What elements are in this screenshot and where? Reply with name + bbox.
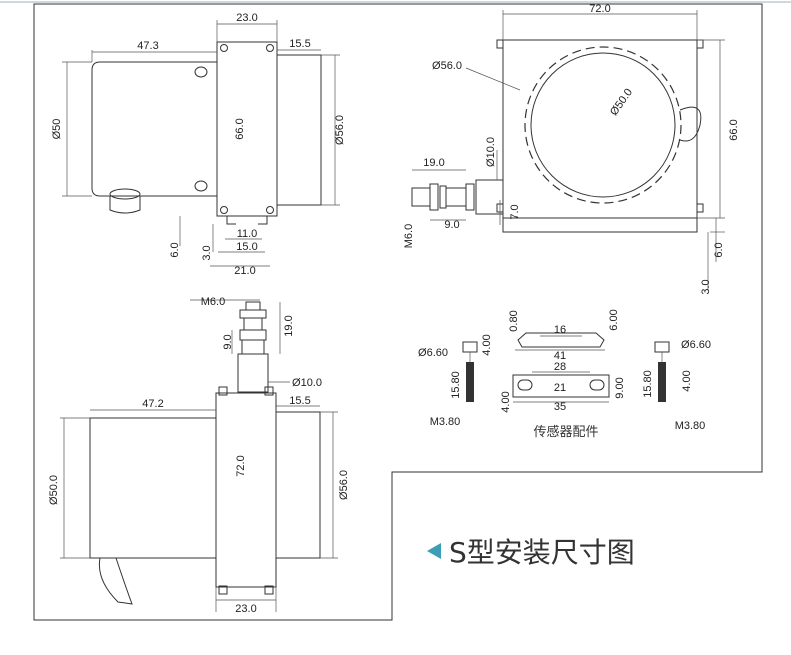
tr-inner-dia: Ø50.0 — [608, 87, 635, 118]
tl-dia-left: Ø50 — [51, 119, 63, 140]
bl-drum — [275, 411, 321, 559]
acc-clip — [517, 332, 605, 348]
acc-plate-slot: 21 — [554, 382, 566, 394]
acc-plate-t: 4.00 — [500, 391, 512, 412]
tr-plate — [502, 39, 698, 219]
bl-dia-left: Ø50.0 — [48, 475, 60, 505]
acc-r-head-h: 4.00 — [681, 370, 693, 391]
acc-clip-t: 0.80 — [508, 310, 520, 331]
tr-ring-dashed — [524, 46, 682, 204]
acc-plate-w: 35 — [554, 401, 566, 413]
tr-ring-dia: Ø56.0 — [432, 60, 462, 72]
tr-drum-circle — [530, 52, 676, 198]
tr-d6: 6.0 — [713, 242, 725, 257]
bl-cable-len: 19.0 — [283, 315, 295, 336]
tl-flange — [216, 41, 278, 217]
tl-d11: 11.0 — [237, 228, 258, 240]
tr-d7: 7.0 — [509, 204, 521, 219]
sheet-frame — [33, 3, 763, 621]
bl-body — [89, 417, 217, 559]
title-arrow-icon — [427, 543, 441, 559]
tr-d3: 3.0 — [700, 279, 712, 294]
acc-r-len: 15.80 — [642, 370, 654, 398]
view-top-left: 47.3 23.0 15.5 Ø50 66.0 Ø56.0 11.0 15.0 … — [51, 12, 346, 277]
view-top-right: 72.0 Ø56.0 Ø50.0 66.0 19.0 Ø10.0 M6.0 9.… — [403, 3, 740, 295]
tr-width: 72.0 — [589, 3, 610, 15]
bl-thread: M6.0 — [201, 296, 225, 308]
tl-body — [91, 61, 218, 197]
tl-d21: 21.0 — [234, 265, 255, 277]
acc-plate-h: 9.00 — [614, 377, 626, 398]
tr-cable-dia: Ø10.0 — [485, 137, 497, 167]
tl-body-len: 47.3 — [137, 40, 158, 52]
tl-drum-dia: Ø56.0 — [334, 115, 346, 145]
bl-drum-dia: Ø56.0 — [338, 470, 350, 500]
acc-r-head: Ø6.60 — [681, 339, 711, 351]
acc-l-thread: M3.80 — [430, 416, 461, 428]
tl-d15: 15.0 — [236, 241, 257, 253]
tl-d6: 6.0 — [169, 242, 181, 257]
bl-height: 72.0 — [235, 455, 247, 476]
tl-drum-len: 15.5 — [289, 38, 310, 50]
tr-thread: M6.0 — [403, 224, 415, 248]
page-title: S型安装尺寸图 — [449, 536, 635, 569]
acc-clip-h: 6.00 — [608, 309, 620, 330]
tl-flange-w: 23.0 — [236, 12, 257, 24]
acc-r-thread: M3.80 — [675, 420, 706, 432]
bl-drum-len: 15.5 — [289, 395, 310, 407]
acc-clip-outer: 41 — [554, 350, 566, 362]
acc-l-len: 15.80 — [450, 371, 462, 399]
tl-connector — [109, 196, 141, 214]
accessories-label: 传感器配件 — [533, 424, 598, 440]
acc-clip-inner: 16 — [554, 324, 566, 336]
bl-cable-dia: Ø10.0 — [292, 377, 322, 389]
bl-flange-w: 23.0 — [235, 603, 256, 615]
bl-body-len: 47.2 — [142, 398, 163, 410]
accessories: Ø6.60 4.00 15.80 M3.80 0.80 16 6.00 41 2… — [418, 309, 711, 440]
tr-nut: 9.0 — [444, 219, 459, 231]
view-bottom-left: M6.0 19.0 9.0 Ø10.0 47.2 15.5 Ø50.0 72.0… — [48, 296, 350, 615]
tl-d3: 3.0 — [201, 245, 213, 260]
bl-nut: 9.0 — [222, 334, 234, 349]
acc-l-head-h: 4.00 — [481, 334, 493, 355]
acc-plate-top: 28 — [554, 361, 566, 373]
tr-cable-len: 19.0 — [423, 157, 444, 169]
tl-drum — [276, 54, 322, 206]
title-block: S型安装尺寸图 — [427, 536, 635, 569]
acc-plate — [512, 374, 610, 398]
tr-height: 66.0 — [728, 119, 740, 140]
bl-flange — [215, 392, 277, 588]
acc-l-head: Ø6.60 — [418, 347, 448, 359]
tl-height: 66.0 — [234, 118, 246, 139]
